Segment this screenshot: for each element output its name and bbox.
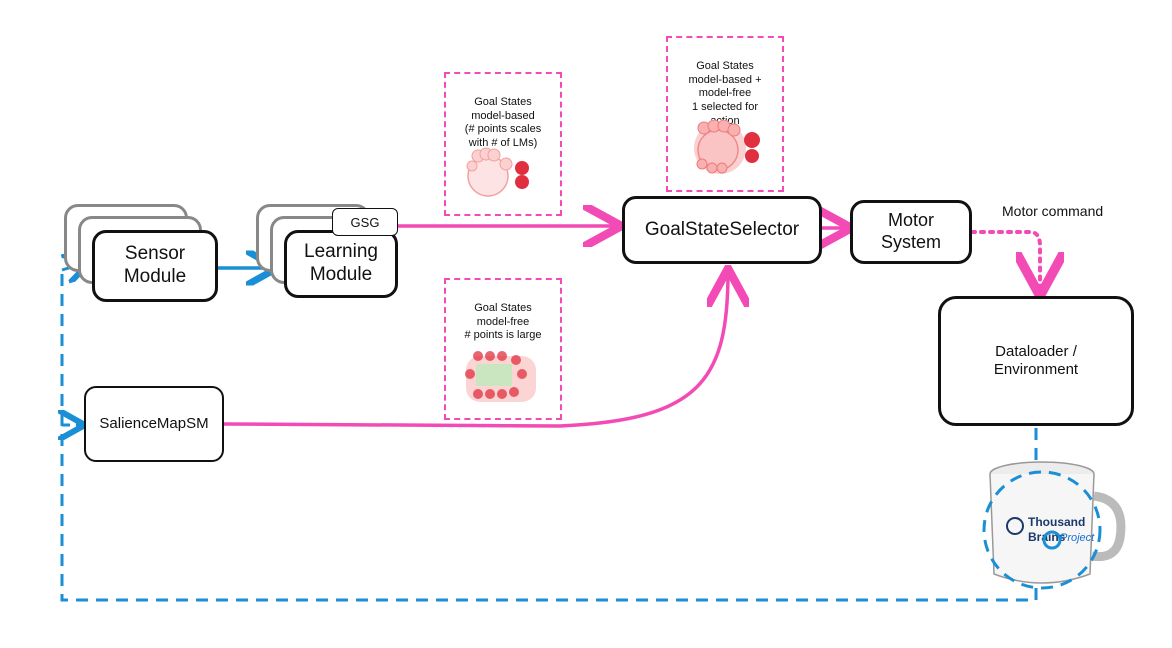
mug-logo-line1: Thousand (1028, 515, 1085, 529)
thousand-brains-logo-icon (1006, 517, 1024, 535)
goal-states-combined-note: Goal States model-based + model-free 1 s… (666, 36, 784, 192)
gsg-tag: GSG (332, 208, 398, 236)
model-free-points-icon (465, 351, 536, 402)
model-based-points-icon (466, 147, 529, 197)
model-based-note-text: Goal States model-based (# points scales… (464, 95, 542, 149)
mug-image: Thousand Brains Project (982, 461, 1126, 590)
environment-node: Dataloader / Environment (938, 296, 1134, 426)
combined-note-text: Goal States model-based + model-free 1 s… (688, 59, 762, 127)
sensor-patch-circle (1042, 530, 1062, 550)
motor-command-label: Motor command (1002, 203, 1104, 219)
motor-command-line (970, 230, 1040, 292)
model-free-note-text: Goal States model-free # points is large (464, 301, 542, 342)
mug-sensing-circle (982, 470, 1102, 590)
goal-state-selector-node: GoalStateSelector (622, 196, 822, 264)
saliency-to-selector-arrow (223, 272, 728, 428)
motor-system-node: Motor System (850, 200, 972, 264)
mug-logo-line3: Project (1060, 532, 1095, 544)
saliency-map-sm-node: SalienceMapSM (84, 386, 224, 462)
goal-states-model-based-note: Goal States model-based (# points scales… (444, 72, 562, 216)
sensor-module-node: Sensor Module (92, 230, 218, 302)
goal-states-model-free-note: Goal States model-free # points is large (444, 278, 562, 420)
learning-module-node: Learning Module (284, 230, 398, 298)
combined-points-icon (694, 120, 760, 174)
